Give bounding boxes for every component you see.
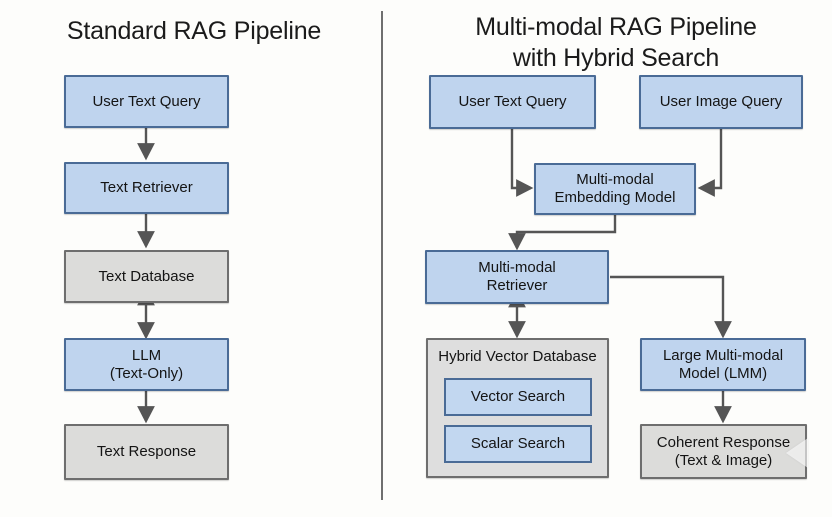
wire-text-query-to-embedding: [510, 129, 534, 197]
wire-image-query-to-embedding: [697, 129, 723, 197]
node-mm-user-image-query[interactable]: User Image Query: [639, 75, 803, 129]
node-large-multimodal-model[interactable]: Large Multi-modal Model (LMM): [640, 338, 806, 391]
wire-embedding-to-retriever: [508, 215, 617, 251]
standard-rag-pipeline-title: Standard RAG Pipeline: [66, 17, 322, 45]
play-cursor-icon: [786, 438, 808, 468]
node-hybrid-vector-database[interactable]: Hybrid Vector Database Vector Search Sca…: [426, 338, 609, 478]
hybrid-vector-database-label: Hybrid Vector Database: [438, 348, 597, 365]
node-scalar-search[interactable]: Scalar Search: [444, 425, 592, 463]
wire-retriever-to-lmm: [610, 275, 732, 339]
node-mm-user-text-query[interactable]: User Text Query: [429, 75, 596, 129]
node-text-database[interactable]: Text Database: [64, 250, 229, 303]
node-user-text-query[interactable]: User Text Query: [64, 75, 229, 128]
node-text-response[interactable]: Text Response: [64, 424, 229, 480]
panel-divider: [381, 11, 383, 500]
node-mm-embedding-model[interactable]: Multi-modal Embedding Model: [534, 163, 696, 215]
node-llm-text-only[interactable]: LLM (Text-Only): [64, 338, 229, 391]
multimodal-rag-pipeline-title: Multi-modal RAG Pipeline with Hybrid Sea…: [475, 13, 757, 72]
node-vector-search[interactable]: Vector Search: [444, 378, 592, 416]
node-coherent-response[interactable]: Coherent Response (Text & Image): [640, 424, 807, 479]
node-mm-retriever[interactable]: Multi-modal Retriever: [425, 250, 609, 304]
node-text-retriever[interactable]: Text Retriever: [64, 162, 229, 214]
